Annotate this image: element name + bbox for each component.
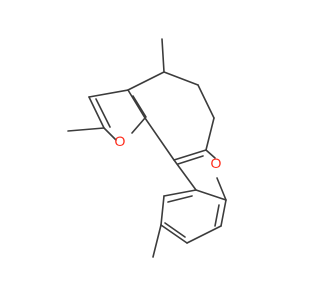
bond-furan-c8b-o bbox=[131, 117, 146, 134]
bond-methyl-c4 bbox=[161, 38, 165, 73]
bond-benz-c9-c10-inner bbox=[164, 222, 186, 238]
bond-furan-c2-c3 bbox=[88, 96, 105, 129]
bond-c4-c5 bbox=[163, 71, 199, 86]
bond-c11a-c11b bbox=[173, 159, 197, 191]
bond-o-c7a bbox=[216, 177, 227, 201]
bond-c6a-o bbox=[205, 149, 216, 159]
bond-furan-c2-c3-inner bbox=[95, 98, 111, 128]
bond-methyl-c10 bbox=[152, 224, 162, 258]
bond-benz-c7a-c8 bbox=[220, 199, 227, 227]
bond-furan-c3a-c8b-inner bbox=[132, 95, 147, 118]
bond-c6a-c11a bbox=[173, 149, 207, 161]
bond-c8b-c8c bbox=[144, 117, 175, 161]
bond-benz-c8-c9 bbox=[186, 225, 222, 244]
bond-furan-c3-c3a bbox=[88, 89, 129, 98]
bond-benz-c9-c10 bbox=[160, 224, 188, 244]
bond-benz-c7a-c8-inner bbox=[214, 204, 220, 227]
bond-benz-c10-c11 bbox=[160, 195, 165, 226]
bond-c3a-c4 bbox=[127, 71, 165, 91]
bond-benz-c11-c11b bbox=[163, 189, 197, 197]
bond-methyl-c2 bbox=[67, 127, 105, 132]
atom-oxygen-benzofuran: O bbox=[211, 155, 222, 171]
bond-furan-o-c2 bbox=[103, 127, 117, 141]
molecule-structure: O O bbox=[67, 38, 227, 258]
bond-c6a-c11a-inner bbox=[177, 155, 204, 165]
bond-benz-c7a-c11b bbox=[195, 189, 227, 201]
bond-c6-c6a bbox=[205, 117, 215, 151]
bond-furan-c3a-c8b bbox=[127, 89, 146, 119]
bond-benz-c11-c11b-inner bbox=[167, 195, 193, 203]
bond-c5-c6 bbox=[197, 84, 215, 119]
atom-oxygen-furan: O bbox=[115, 133, 126, 149]
